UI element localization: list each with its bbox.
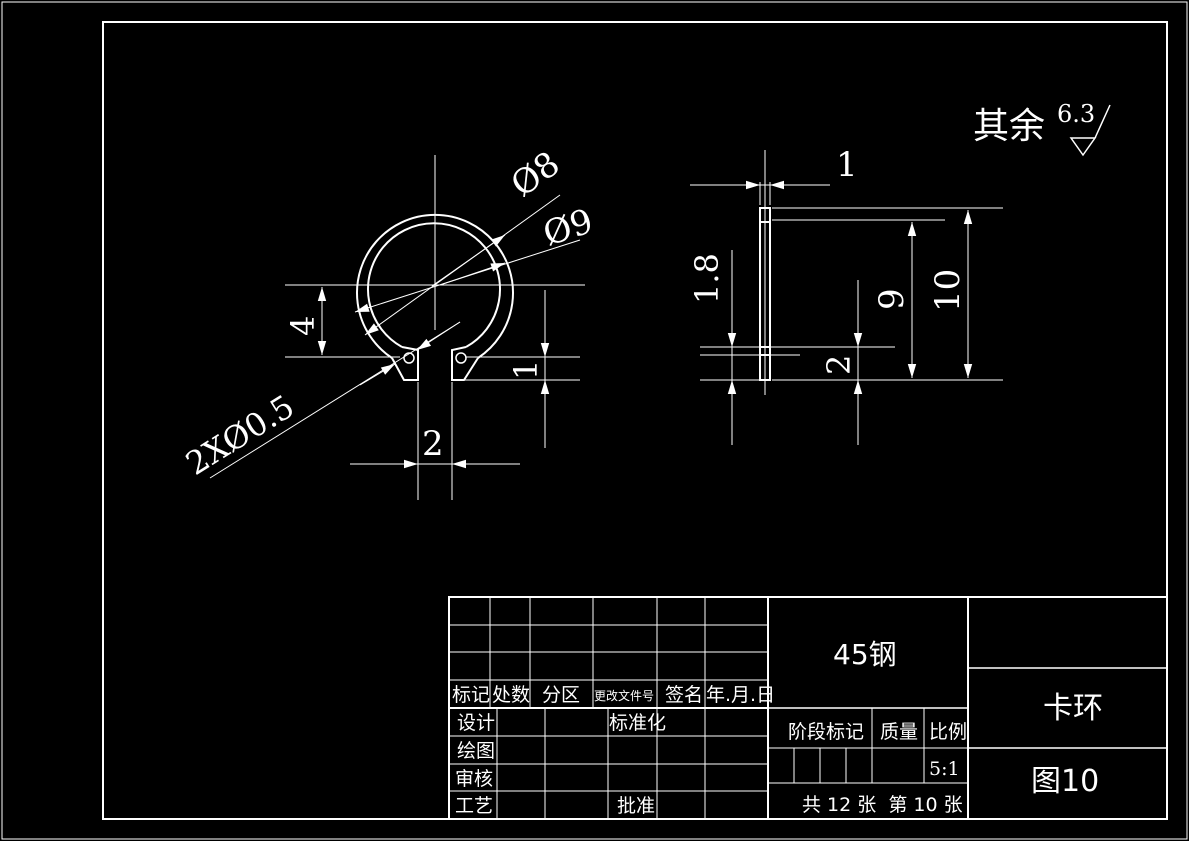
front-view — [209, 155, 585, 500]
material-value: 45钢 — [833, 638, 897, 671]
part-name: 卡环 — [1043, 691, 1103, 726]
dim-text-1-8: 1.8 — [688, 253, 726, 304]
lug-hole-right — [455, 352, 467, 364]
dim-text-4: 4 — [284, 316, 322, 336]
roughness-label: 其余 — [973, 106, 1045, 147]
front-view-labels: Ø8 Ø9 4 1 2 2XØ0.5 — [179, 144, 598, 483]
dim-text-10: 10 — [928, 269, 968, 312]
rev-header-mark: 标记 — [452, 684, 490, 706]
role-draw: 绘图 — [457, 740, 495, 762]
rev-header-sign: 签名 — [665, 684, 703, 706]
dim-text-thickness: 1 — [836, 145, 858, 185]
role-process: 工艺 — [455, 795, 493, 817]
role-approve: 批准 — [617, 795, 655, 817]
side-view — [690, 150, 1003, 445]
drawing-number: 图10 — [1031, 764, 1099, 799]
ring-right-lug — [451, 346, 479, 381]
dim-text-9: 9 — [872, 288, 912, 310]
ring-inner-contour — [367, 222, 501, 348]
rev-header-zone: 分区 — [542, 684, 580, 706]
rev-header-doc: 更改文件号 — [594, 688, 654, 703]
ring-left-lug — [391, 346, 419, 381]
stage-mark-label: 阶段标记 — [788, 721, 864, 743]
dim-text-hole: 2XØ0.5 — [179, 387, 301, 483]
dim-text-2: 2 — [422, 424, 444, 464]
title-block-text: 标记 处数 分区 更改文件号 签名 年.月.日 设计 标准化 绘图 审核 工艺 … — [452, 638, 1103, 817]
role-design: 设计 — [457, 712, 495, 734]
rev-header-date: 年.月.日 — [706, 684, 775, 706]
lug-hole-left — [403, 352, 415, 364]
dim-text-side-2: 2 — [820, 355, 858, 375]
role-standard: 标准化 — [609, 712, 666, 734]
title-block — [448, 596, 1168, 820]
scale-value: 5:1 — [929, 758, 960, 780]
rev-header-count: 处数 — [492, 684, 530, 706]
roughness-value: 6.3 — [1057, 100, 1095, 128]
dim-text-dia-9: Ø9 — [538, 201, 597, 254]
scale-label: 比例 — [929, 721, 967, 743]
role-review: 审核 — [455, 768, 493, 790]
roughness-symbol-icon — [1069, 104, 1111, 157]
sheet-info: 共 12 张 第 10 张 — [802, 794, 963, 816]
dim-text-1: 1 — [507, 360, 545, 380]
side-view-labels: 1 1.8 9 10 2 — [688, 145, 968, 375]
mass-label: 质量 — [880, 721, 918, 743]
side-view-body — [759, 207, 771, 381]
roughness-note: 其余 6.3 — [973, 100, 1111, 157]
